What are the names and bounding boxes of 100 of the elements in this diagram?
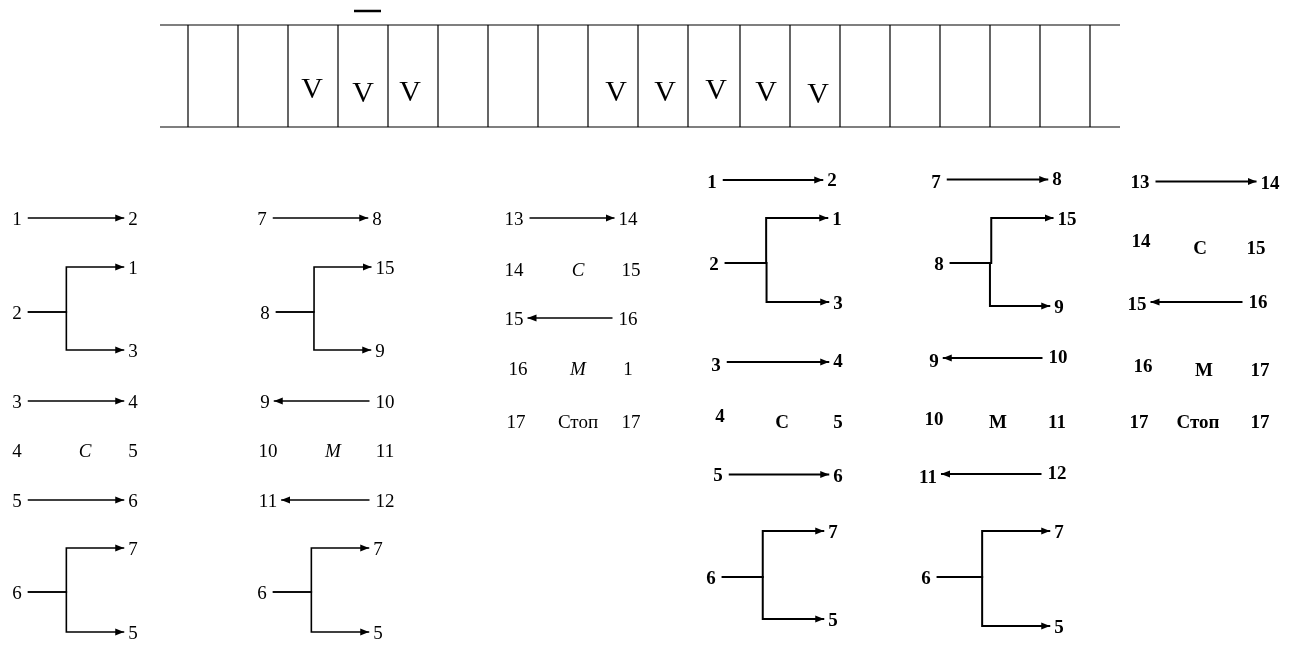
line-number: 1 xyxy=(128,257,138,277)
tape-mark: V xyxy=(654,76,676,106)
line-number: 16 xyxy=(1133,355,1153,375)
line-number: 9 xyxy=(375,340,385,360)
line-number: 3 xyxy=(128,340,138,360)
line-number: 7 xyxy=(931,171,941,191)
line-number: 10 xyxy=(924,408,944,428)
command-letter: M xyxy=(989,411,1007,431)
tape-mark: V xyxy=(301,73,323,103)
line-number: 2 xyxy=(128,208,138,228)
arrow xyxy=(720,576,826,623)
line-number: 2 xyxy=(12,302,22,322)
line-number: 16 xyxy=(618,308,638,328)
arrow xyxy=(940,470,1043,478)
line-number: 8 xyxy=(372,208,382,228)
line-number: 11 xyxy=(375,440,395,460)
line-number: 17 xyxy=(1129,411,1149,431)
line-number: 16 xyxy=(1248,291,1268,311)
line-number: 2 xyxy=(709,253,719,273)
arrow xyxy=(935,576,1052,630)
line-number: 7 xyxy=(257,208,267,228)
line-number: 12 xyxy=(1047,462,1067,482)
tape-mark: V xyxy=(352,77,374,107)
line-number: 5 xyxy=(12,490,22,510)
command-letter: C xyxy=(1193,237,1207,257)
arrow xyxy=(528,214,616,222)
line-number: 15 xyxy=(1127,293,1147,313)
line-number: 11 xyxy=(1048,411,1066,431)
line-number: 9 xyxy=(1054,296,1064,316)
line-number: 5 xyxy=(828,609,838,629)
line-number: 1 xyxy=(12,208,22,228)
line-number: 7 xyxy=(373,538,383,558)
arrow xyxy=(271,591,371,636)
arrow xyxy=(26,496,126,504)
line-number: 6 xyxy=(706,567,716,587)
line-number: 11 xyxy=(919,466,937,486)
line-number: 5 xyxy=(128,622,138,642)
line-number: 14 xyxy=(618,208,638,228)
arrow xyxy=(945,175,1050,184)
arrow xyxy=(948,262,1052,310)
arrow xyxy=(26,311,126,354)
line-number: 9 xyxy=(929,350,939,370)
arrow xyxy=(941,354,1044,362)
line-number: 17 xyxy=(1250,411,1270,431)
line-number: 5 xyxy=(128,440,138,460)
line-number: 10 xyxy=(258,440,278,460)
line-number: 15 xyxy=(1246,237,1266,257)
arrow xyxy=(721,176,825,184)
tape-mark: V xyxy=(705,74,727,104)
line-number: 17 xyxy=(1250,359,1270,379)
command-letter: M xyxy=(1195,359,1213,379)
line-number: 5 xyxy=(833,411,843,431)
line-number: 8 xyxy=(260,302,270,322)
tape-mark: V xyxy=(807,78,829,108)
line-number: 6 xyxy=(257,582,267,602)
arrow xyxy=(26,591,126,636)
line-number: 5 xyxy=(713,464,723,484)
line-number: 11 xyxy=(258,490,278,510)
line-number: 8 xyxy=(934,253,944,273)
line-number: 4 xyxy=(12,440,22,460)
arrow xyxy=(26,397,126,405)
arrow xyxy=(727,470,831,479)
tape-mark: V xyxy=(399,76,421,106)
arrow xyxy=(1149,298,1244,306)
arrow xyxy=(725,358,831,366)
arrow xyxy=(271,214,370,222)
command-letter: C xyxy=(78,440,92,460)
line-number: 6 xyxy=(833,465,843,485)
tape-mark: V xyxy=(605,76,627,106)
stop-command: Стоп xyxy=(1176,411,1220,431)
line-number: 2 xyxy=(827,169,837,189)
line-number: 1 xyxy=(707,171,717,191)
line-number: 14 xyxy=(1260,172,1280,192)
line-number: 3 xyxy=(711,354,721,374)
line-number: 7 xyxy=(128,538,138,558)
line-number: 4 xyxy=(833,350,843,370)
line-number: 17 xyxy=(506,411,526,431)
line-number: 3 xyxy=(833,292,843,312)
arrow xyxy=(272,397,371,405)
line-number: 15 xyxy=(621,259,641,279)
line-number: 9 xyxy=(260,391,270,411)
line-number: 6 xyxy=(921,567,931,587)
arrow xyxy=(1154,177,1258,186)
line-number: 15 xyxy=(504,308,524,328)
line-number: 1 xyxy=(832,208,842,228)
line-number: 10 xyxy=(1048,346,1068,366)
line-number: 14 xyxy=(504,259,524,279)
arrow xyxy=(526,314,614,322)
line-number: 7 xyxy=(828,521,838,541)
line-number: 16 xyxy=(508,358,528,378)
line-number: 5 xyxy=(373,622,383,642)
line-number: 15 xyxy=(375,257,395,277)
line-number: 13 xyxy=(1130,171,1150,191)
line-number: 6 xyxy=(128,490,138,510)
line-number: 8 xyxy=(1052,168,1062,188)
line-number: 12 xyxy=(375,490,395,510)
line-number: 14 xyxy=(1131,230,1151,250)
line-number: 4 xyxy=(715,405,725,425)
command-letter: M xyxy=(570,358,586,378)
arrow xyxy=(280,496,371,504)
